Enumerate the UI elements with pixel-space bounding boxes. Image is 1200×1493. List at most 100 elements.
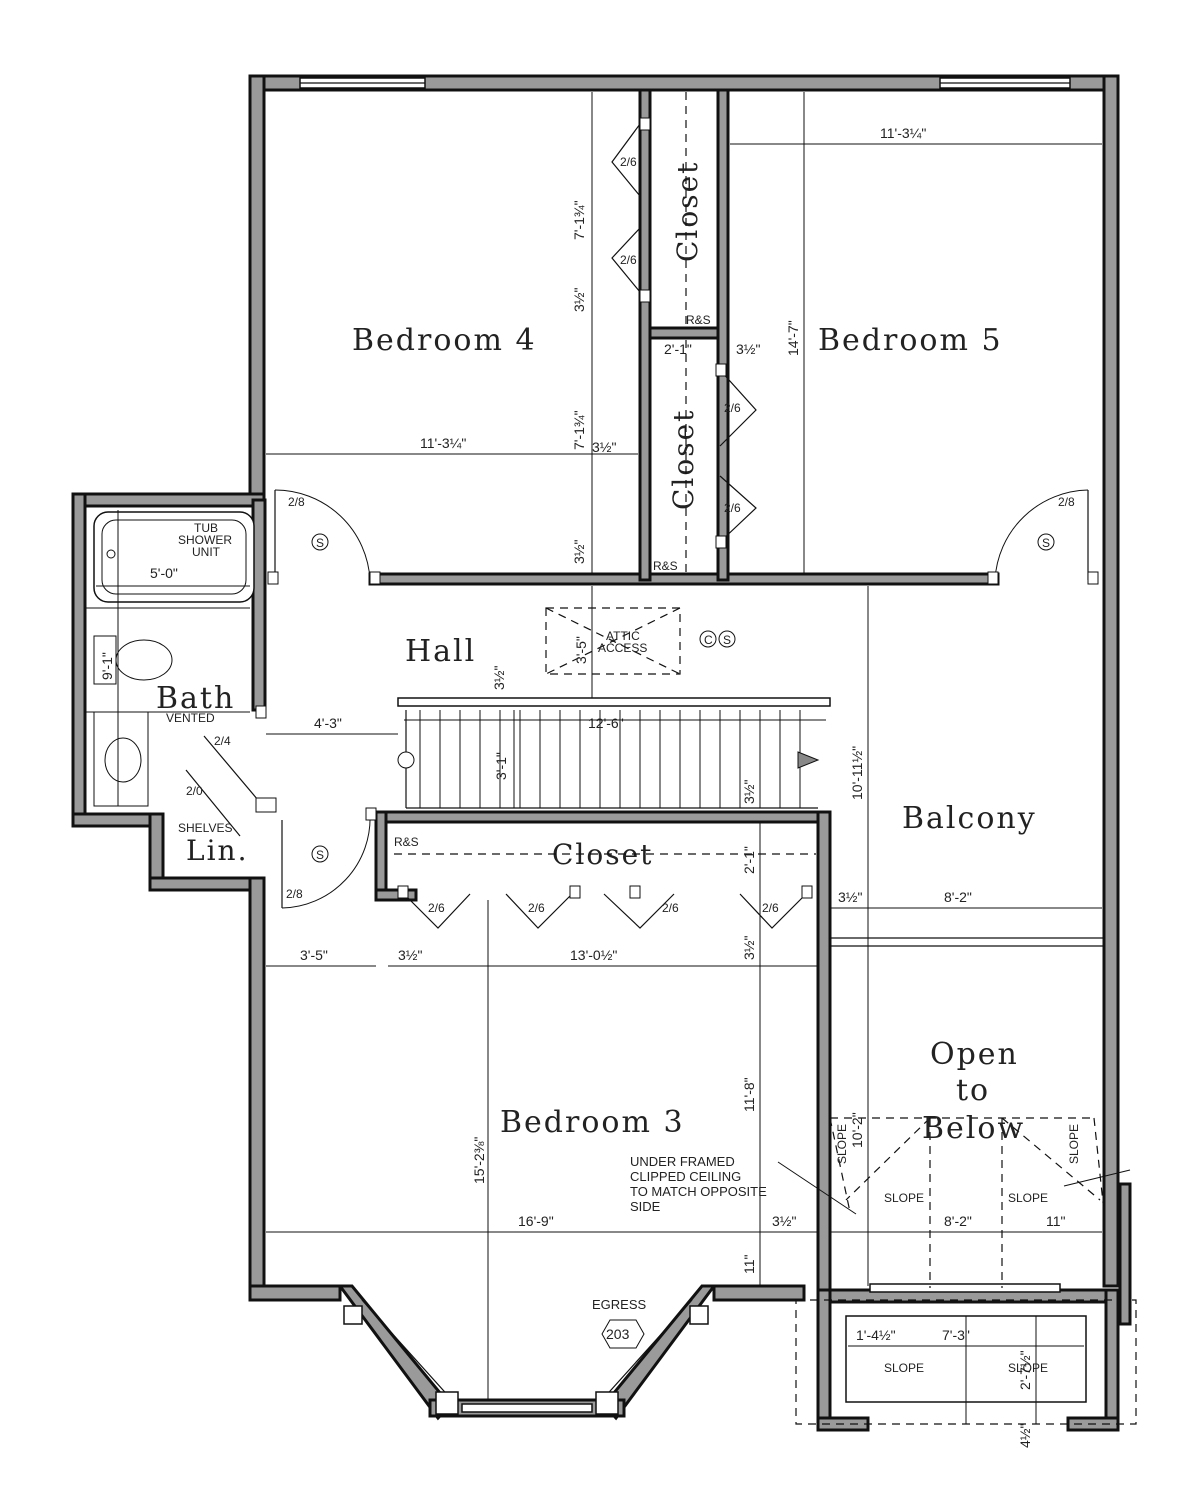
tub-label-1: TUB [194,521,218,535]
dim-balcony-width: 8'-2" [944,889,972,905]
door-label-26-d: 2/6 [724,501,741,515]
dim-wall-d: 3½" [736,341,760,357]
smoke-label-1: S [316,536,324,550]
dim-wall-j: 3½" [772,1213,796,1229]
dim-bedroom5-depth: 14'-7" [785,320,801,356]
bath-vented-note: VENTED [166,711,215,725]
attic-access [545,607,681,675]
room-label-closet-middle: Closet [667,409,700,510]
lower-bump [795,1182,1137,1432]
dim-bedroom4-closet-2: 7'-1¾" [571,410,587,450]
dim-wall-g: 3½" [838,889,862,905]
dim-bedroom4-closet: 7'-1¾" [571,200,587,240]
room-label-to: to [956,1073,990,1108]
room-label-closet-top: Closet [671,161,704,262]
dim-wall-a: 3½" [571,288,587,312]
dim-open-width: 8'-2" [944,1213,972,1229]
dim-stair-width: 3'-1" [493,752,509,780]
door-label-26-e: 2/6 [428,901,445,915]
top-windows [299,77,1071,89]
dim-bedroom3-11-8: 11'-8" [741,1077,757,1112]
slope-label-2: SLOPE [1008,1191,1048,1205]
room-label-bedroom-5: Bedroom 5 [818,323,1003,358]
dim-bottom-4: 4½" [1017,1424,1033,1448]
dim-wall-e: 3½" [491,666,507,690]
room-label-hall: Hall [405,634,476,669]
ceiling-note-2: CLIPPED CEILING [630,1169,741,1184]
dim-wall-f: 3½" [741,780,757,804]
dim-wall-i: 3½" [398,947,422,963]
tub-label-2: SHOWER [178,533,232,547]
dim-hall-width: 4'-3" [314,715,342,731]
dim-bottom-7-3: 7'-3" [942,1327,970,1343]
door-label-28-b: 2/8 [1058,495,1075,509]
window-tag-hexagon [601,1319,645,1349]
room-label-below: Below [922,1111,1025,1146]
slope-label-4: SLOPE [1008,1361,1048,1375]
slope-label-5: SLOPE [835,1124,849,1164]
dim-open-11: 11" [1046,1213,1066,1229]
dim-wall-c: 3½" [571,540,587,564]
door-label-26-g: 2/6 [662,901,679,915]
dim-bedroom3-left: 3'-5" [300,947,328,963]
dim-wall-h: 3½" [741,936,757,960]
wall-markers [255,117,1099,899]
staircase [397,710,820,809]
slope-label-1: SLOPE [884,1191,924,1205]
door-label-26-b: 2/6 [620,253,637,267]
dim-bedroom5-width: 11'-3¼" [880,125,926,141]
egress-label: EGRESS [592,1297,647,1312]
tub-label-3: UNIT [192,545,221,559]
door-label-24: 2/4 [214,734,231,748]
room-label-linen: Lin. [186,834,248,867]
dim-balcony-height: 10'-11½" [849,746,865,800]
smoke-detector-icons [311,533,1055,863]
balcony-area [830,937,1104,947]
dim-tub: 5'-0" [150,565,178,581]
door-label-28-a: 2/8 [288,495,305,509]
dim-closet-width: 2'-1" [664,341,692,357]
attic-label-2: ACCESS [598,641,647,655]
linen-shelves-note: SHELVES [178,821,232,835]
slope-label-3: SLOPE [884,1361,924,1375]
door-label-20: 2/0 [186,784,203,798]
dim-bedroom3-11: 11" [741,1254,757,1274]
door-label-26-a: 2/6 [620,155,637,169]
window-tag-number: 203 [606,1326,630,1342]
room-label-bath: Bath [156,681,235,716]
rs-label-middle: R&S [653,559,678,573]
dim-attic: 3'-5" [573,636,589,664]
co-label: C [704,633,713,647]
open-to-below-lines [829,1117,1105,1288]
smoke-label-2: S [1042,536,1050,550]
rs-label-bottom: R&S [394,835,419,849]
dim-bath-length: 9'-1" [99,652,115,680]
door-label-26-c: 2/6 [724,401,741,415]
room-label-bedroom-3: Bedroom 3 [500,1105,685,1140]
dim-stair-length: 12'-6" [588,715,624,731]
dim-closet-depth: 2'-1" [741,846,757,874]
bay-window [337,1284,717,1421]
room-label-bedroom-4: Bedroom 4 [352,323,537,358]
door-label-26-f: 2/6 [528,901,545,915]
dim-bedroom4-width: 11'-3¼" [420,435,466,451]
dim-wall-b: 3½" [592,439,616,455]
ceiling-note-3: TO MATCH OPPOSITE [630,1184,767,1199]
dim-bedroom3-depth: 15'-2⅜" [471,1137,487,1184]
slope-label-6: SLOPE [1067,1124,1081,1164]
door-swings [185,123,1089,929]
dim-bottom-1-4: 1'-4½" [856,1327,896,1343]
smoke-label-4: S [723,633,731,647]
ceiling-note-1: UNDER FRAMED [630,1154,735,1169]
bath-fixtures [86,511,255,807]
dim-open-height: 10'-2" [849,1112,865,1148]
door-label-28-c: 2/8 [286,887,303,901]
door-label-26-h: 2/6 [762,901,779,915]
interior-walls [251,88,1000,1292]
smoke-label-3: S [316,848,324,862]
ceiling-note-4: SIDE [630,1199,661,1214]
dim-bedroom3-closet-width: 13'-0½" [570,947,617,963]
attic-label-1: ATTIC [606,629,640,643]
room-label-open: Open [930,1037,1019,1072]
